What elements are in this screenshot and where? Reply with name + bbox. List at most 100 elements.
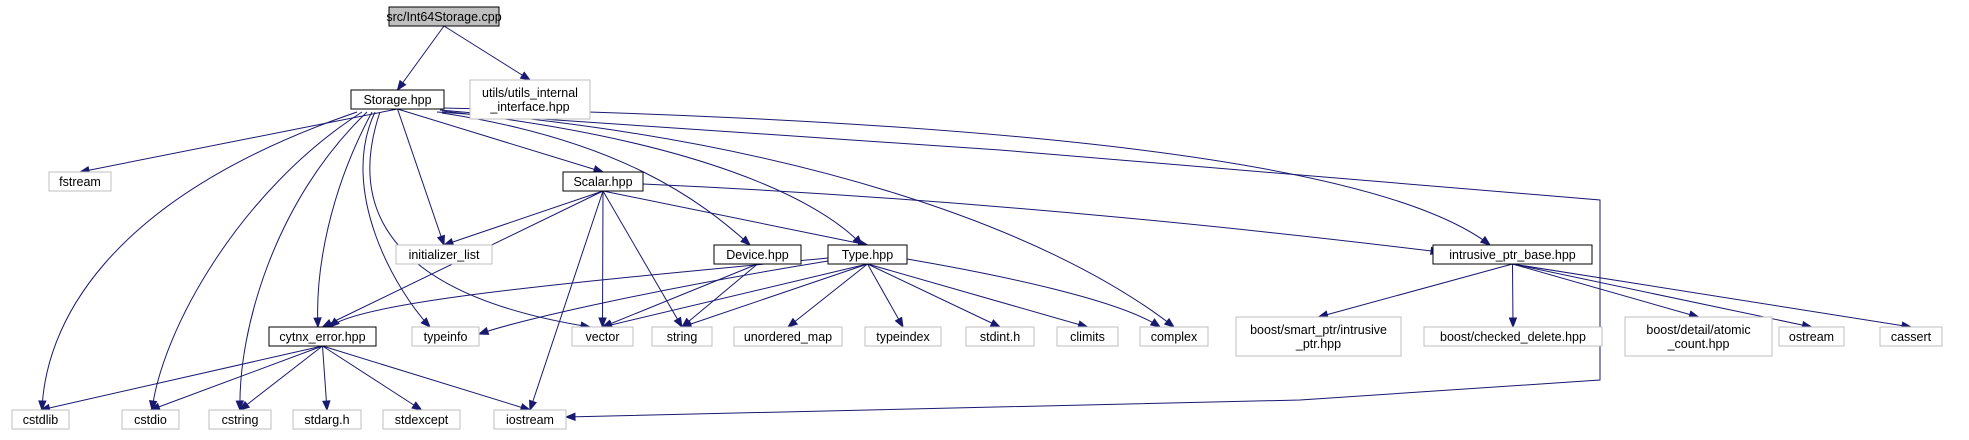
node-stdexcept: stdexcept — [382, 409, 461, 430]
node-box — [1879, 326, 1943, 347]
edge-line — [79, 108, 398, 173]
node-cstdio: cstdio — [121, 409, 180, 430]
node-label: stdarg.h — [304, 413, 349, 427]
node-box — [11, 409, 70, 430]
edge-line — [1318, 263, 1513, 318]
edge-arrowhead — [420, 317, 431, 329]
node-smart-ptr: boost/smart_ptr/intrusive_ptr.hpp — [1235, 316, 1402, 357]
node-cassert: cassert — [1879, 326, 1943, 347]
edge-storage-to-cstdlib — [38, 111, 358, 412]
edge-line — [681, 263, 758, 328]
edge-line — [239, 345, 323, 411]
node-box — [350, 89, 445, 110]
edge-line — [441, 107, 1491, 246]
node-box — [1423, 326, 1603, 347]
edge-int64storage-to-storage — [396, 25, 445, 92]
node-checked-delete: boost/checked_delete.hpp — [1423, 326, 1603, 347]
edge-arrowhead — [989, 319, 1002, 328]
edge-type-to-cytnx_error — [328, 257, 829, 328]
edge-line — [322, 345, 531, 411]
edge-scalar-to-vector — [598, 190, 607, 329]
node-label: stdint.h — [980, 330, 1020, 344]
edge-intrusive_ptr_base-to-smart_ptr — [1317, 263, 1513, 319]
edge-line — [322, 345, 328, 411]
edge-scalar-to-string — [602, 190, 683, 329]
node-box — [469, 79, 591, 120]
edge-line — [602, 263, 868, 328]
node-climits: climits — [1056, 326, 1119, 347]
edge-line — [602, 190, 604, 328]
edge-line — [317, 111, 373, 328]
edge-cytnx_error-to-cstdio — [149, 345, 323, 411]
edge-scalar-to-initializer_list — [442, 190, 604, 246]
edge-storage-to-iostream — [436, 111, 1601, 422]
edge-storage-to-cstdio — [148, 111, 363, 412]
edge-arrowhead — [313, 317, 322, 329]
node-type[interactable]: Type.hpp — [827, 244, 908, 265]
node-box — [411, 326, 480, 347]
node-box — [1056, 326, 1119, 347]
node-label: iostream — [506, 413, 554, 427]
edge-line — [681, 263, 868, 328]
edge-storage-to-type — [441, 110, 863, 247]
edge-cytnx_error-to-stdexcept — [322, 345, 423, 411]
edge-intrusive_ptr_base-to-checked_delete — [1508, 263, 1518, 329]
node-unordered-map: unordered_map — [733, 326, 843, 347]
edge-arrowhead — [1508, 317, 1518, 329]
edge-line — [602, 263, 758, 328]
edge-line — [439, 109, 1175, 328]
node-box — [395, 244, 493, 265]
edge-line — [867, 263, 904, 328]
node-box — [121, 409, 180, 430]
node-int64storage[interactable]: src/Int64Storage.cpp — [386, 6, 502, 27]
edge-arrowhead — [1163, 317, 1176, 328]
node-label: src/Int64Storage.cpp — [386, 10, 501, 24]
node-box — [651, 326, 713, 347]
edge-scalar-to-type — [602, 190, 869, 248]
node-intrusive-ptr-base[interactable]: intrusive_ptr_base.hpp — [1432, 244, 1593, 265]
node-label: Storage.hpp — [363, 93, 431, 107]
node-label: cstring — [222, 413, 259, 427]
node-label: cassert — [1891, 330, 1932, 344]
edge-line — [478, 260, 829, 335]
node-scalar[interactable]: Scalar.hpp — [562, 171, 644, 192]
edge-arrowhead — [1479, 235, 1492, 246]
edge-line — [787, 263, 868, 328]
edge-arrowhead — [328, 317, 340, 328]
node-cstring: cstring — [208, 409, 272, 430]
edge-storage-to-intrusive_ptr_base — [441, 107, 1492, 246]
edge-cytnx_error-to-stdarg — [322, 345, 331, 412]
node-box — [268, 326, 377, 347]
edge-arrowhead — [519, 71, 532, 81]
edge-line — [40, 345, 323, 411]
node-stdarg: stdarg.h — [292, 409, 362, 430]
node-device[interactable]: Device.hpp — [713, 244, 802, 265]
edge-line — [1512, 263, 1912, 328]
edge-arrowhead — [442, 237, 455, 246]
edge-storage-to-cstring — [235, 111, 368, 412]
node-box — [208, 409, 272, 430]
edge-line — [443, 25, 531, 81]
node-label: boost/smart_ptr/intrusive — [1250, 323, 1387, 337]
node-label: boost/detail/atomic — [1646, 323, 1750, 337]
node-cytnx-error[interactable]: cytnx_error.hpp — [268, 326, 377, 347]
edge-scalar-to-iostream — [528, 190, 604, 412]
node-storage[interactable]: Storage.hpp — [350, 89, 445, 110]
node-label: ostream — [1789, 330, 1834, 344]
edge-arrowhead — [477, 326, 490, 335]
edge-line — [602, 190, 683, 328]
node-box — [388, 6, 500, 27]
edge-line — [397, 25, 445, 91]
edge-line — [397, 108, 445, 246]
edge-line — [441, 110, 863, 246]
edge-arrowhead — [894, 316, 904, 329]
edge-type-to-typeindex — [867, 263, 904, 329]
node-label: boost/checked_delete.hpp — [1440, 330, 1586, 344]
edge-arrowhead — [411, 401, 423, 411]
node-box — [1139, 326, 1209, 347]
node-initializer-list: initializer_list — [395, 244, 493, 265]
edge-arrowhead — [148, 400, 158, 412]
edge-arrowhead — [598, 317, 607, 329]
node-box — [571, 326, 634, 347]
